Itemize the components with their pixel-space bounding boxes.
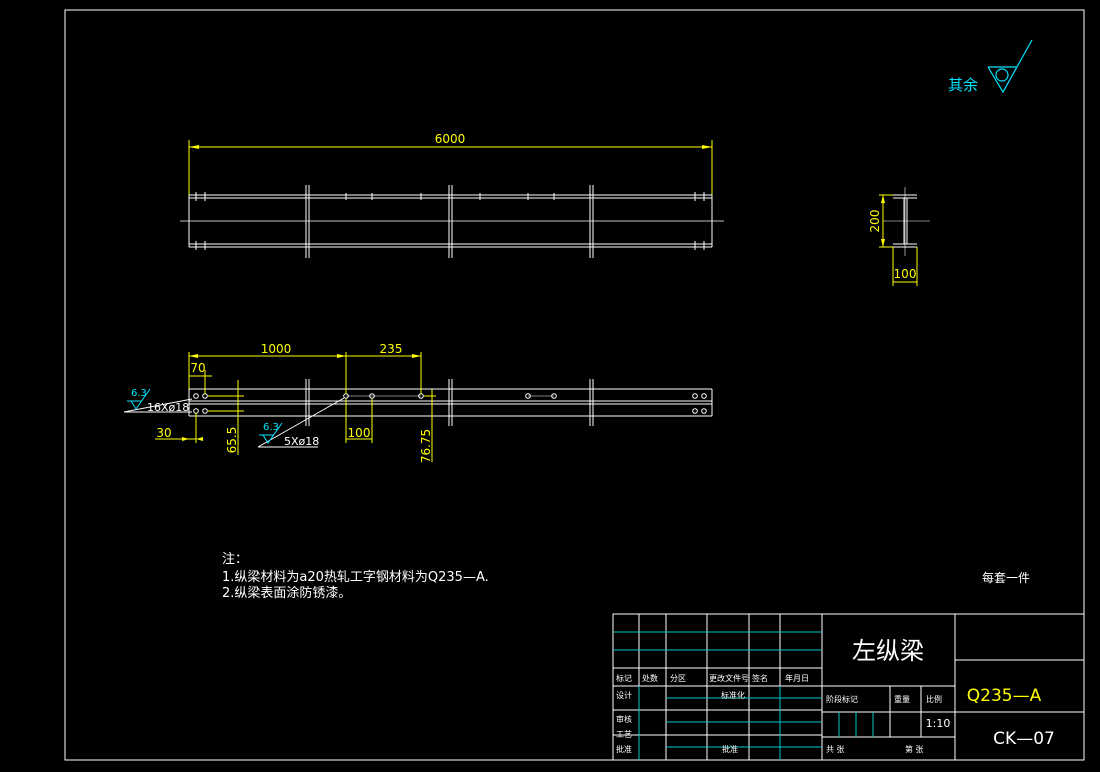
callout-left-roughness: 6.3 xyxy=(131,388,147,399)
dim-65-5: 65.5 xyxy=(225,427,239,454)
callout-left-text: 16Xø18 xyxy=(147,401,189,414)
dim-70: 70 xyxy=(190,361,205,375)
tb-standardization: 标准化 xyxy=(721,690,745,700)
dim-200: 200 xyxy=(868,210,882,233)
tb-sheets-total: 共 张 xyxy=(826,745,845,754)
tb-zone: 分区 xyxy=(670,674,686,683)
title-block: 标记 处数 分区 更改文件号 签名 年月日 设计 标准化 阶段标记 重量 比例 … xyxy=(612,613,1085,761)
general-roughness: 其余 xyxy=(948,39,1033,94)
notes-line-1: 1.纵梁材料为a20热轧工字钢材料为Q235—A. xyxy=(222,570,489,585)
dim-235: 235 xyxy=(380,342,403,356)
tb-sign: 签名 xyxy=(752,673,768,683)
dim-1000: 1000 xyxy=(261,342,292,356)
notes-heading: 注： xyxy=(222,552,248,567)
tb-weight: 重量 xyxy=(894,694,910,704)
tb-checker: 审核 xyxy=(616,714,632,724)
tb-mark: 标记 xyxy=(616,673,632,683)
tb-process: 工艺 xyxy=(616,730,632,739)
callout-mid-roughness: 6.3 xyxy=(263,422,279,433)
tb-date: 年月日 xyxy=(785,673,809,683)
front-view: 1000 235 70 30 65.5 100 76.75 xyxy=(123,342,713,463)
top-view: 6000 xyxy=(180,132,724,258)
tb-sheet-no: 第 张 xyxy=(905,744,924,754)
tb-designer: 设计 xyxy=(616,690,632,700)
scale: 1:10 xyxy=(926,717,951,730)
dim-6000: 6000 xyxy=(435,132,466,146)
tb-change-doc: 更改文件号 xyxy=(709,673,749,683)
notes: 注： 1.纵梁材料为a20热轧工字钢材料为Q235—A. 2.纵梁表面涂防锈漆。 xyxy=(222,552,489,601)
part-name: 左纵梁 xyxy=(852,637,924,665)
roughness-general-label: 其余 xyxy=(948,76,978,94)
tb-approve: 批准 xyxy=(616,744,632,754)
dim-30: 30 xyxy=(156,426,171,440)
drawing-number: CK—07 xyxy=(993,729,1055,749)
callout-5x18: 6.3 5Xø18 xyxy=(257,397,345,448)
callout-16x18: 6.3 16Xø18 xyxy=(123,388,193,414)
drawing-frame xyxy=(64,9,1085,761)
callout-mid-text: 5Xø18 xyxy=(284,435,319,448)
tb-approve-2: 批准 xyxy=(722,744,738,754)
roughness-check-symbol xyxy=(987,39,1033,94)
dim-100: 100 xyxy=(348,426,371,440)
section-view: 200 100 xyxy=(868,187,930,286)
roughness-circle xyxy=(995,68,1009,82)
notes-line-2: 2.纵梁表面涂防锈漆。 xyxy=(222,585,351,601)
quantity-note: 每套一件 xyxy=(982,570,1030,585)
tb-count: 处数 xyxy=(642,673,658,683)
material: Q235—A xyxy=(967,686,1042,706)
tb-scale-label: 比例 xyxy=(926,694,942,704)
dim-100-flange: 100 xyxy=(894,267,917,281)
dim-76-75: 76.75 xyxy=(419,429,433,463)
tb-stage-mark: 阶段标记 xyxy=(826,694,858,704)
